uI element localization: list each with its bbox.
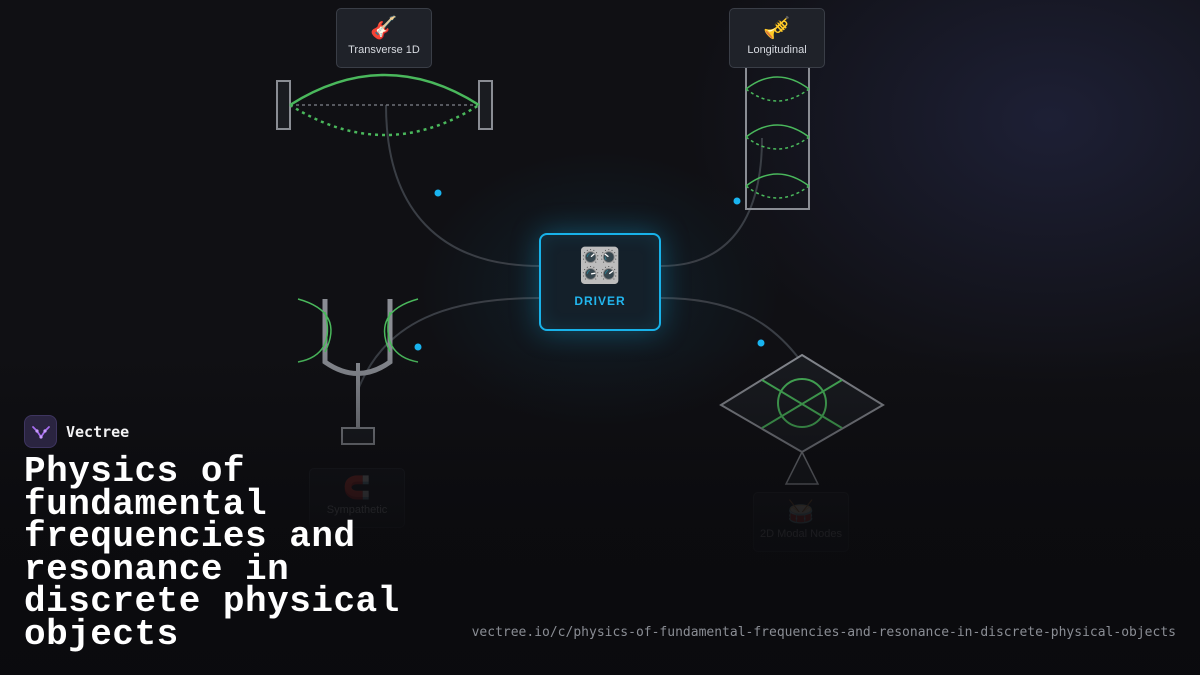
brand-name: Vectree xyxy=(66,422,130,441)
driver-label: DRIVER xyxy=(574,294,626,308)
control-knobs-icon: 🎛️ xyxy=(578,247,622,285)
page-title: Physics of fundamental frequencies and r… xyxy=(24,451,400,655)
flow-dot xyxy=(414,343,422,351)
brand: Vectree xyxy=(24,415,129,448)
node-label: 2D Modal Nodes xyxy=(760,528,842,540)
vectree-logo-icon xyxy=(24,415,57,448)
connector-modal xyxy=(660,297,801,361)
vibrating-plate-illustration xyxy=(719,353,885,485)
connector-longitudinal xyxy=(660,137,763,267)
flow-dot xyxy=(434,189,442,197)
vibrating-string-illustration xyxy=(276,73,493,137)
driver-node[interactable]: 🎛️ DRIVER xyxy=(539,233,661,331)
drum-icon: 🥁 xyxy=(787,499,815,524)
tuning-fork-illustration xyxy=(297,298,419,445)
trumpet-icon: 🎺 xyxy=(763,15,791,40)
node-transverse[interactable]: 🎸 Transverse 1D xyxy=(336,8,432,68)
node-label: Longitudinal xyxy=(747,44,807,56)
connector-transverse xyxy=(385,104,541,267)
guitar-icon: 🎸 xyxy=(370,15,398,40)
flow-dot xyxy=(733,197,741,205)
node-longitudinal[interactable]: 🎺 Longitudinal xyxy=(729,8,825,68)
air-column-illustration xyxy=(745,65,810,210)
page-url[interactable]: vectree.io/c/physics-of-fundamental-freq… xyxy=(471,625,1176,640)
flow-dot xyxy=(757,339,765,347)
connector-sympathetic xyxy=(357,297,541,391)
node-modal[interactable]: 🥁 2D Modal Nodes xyxy=(753,492,849,552)
node-label: Transverse 1D xyxy=(348,44,420,56)
